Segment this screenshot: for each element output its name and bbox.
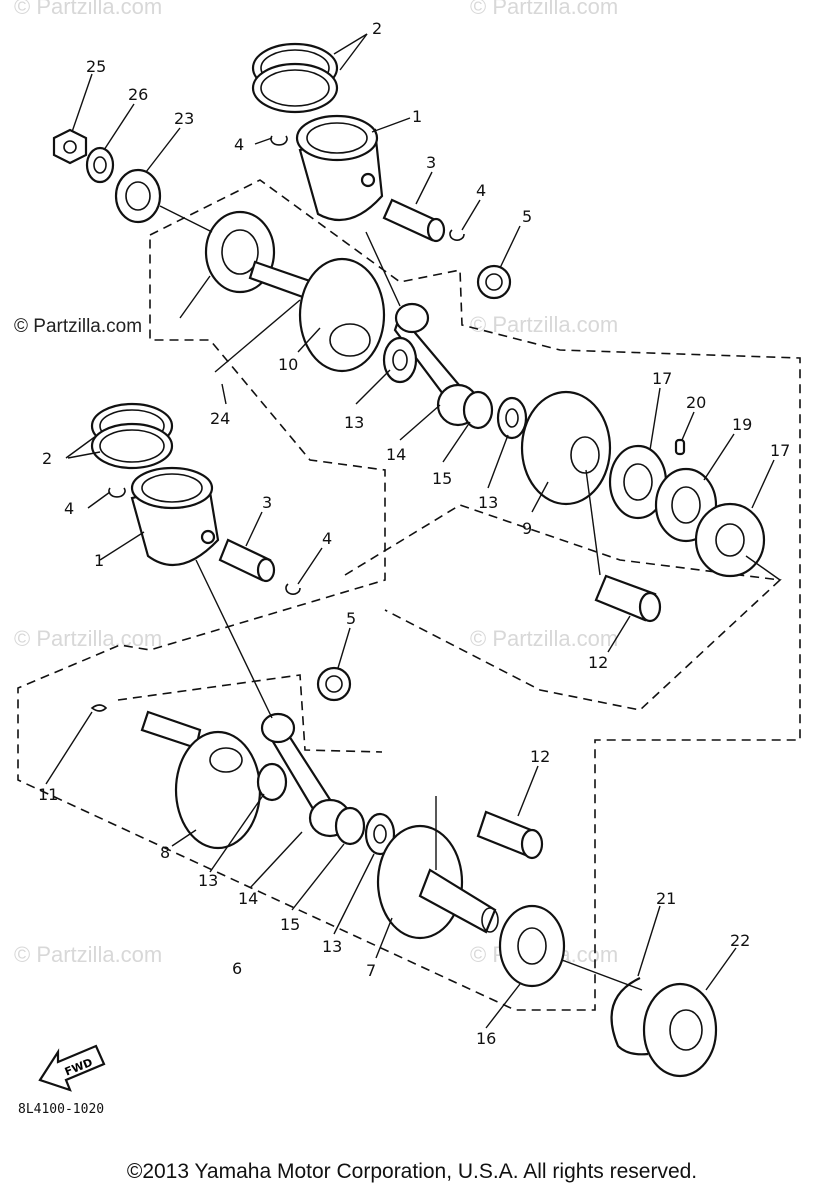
callout-7: 7 bbox=[366, 961, 376, 980]
leader-lines bbox=[45, 33, 775, 1029]
callout-16: 16 bbox=[476, 1029, 496, 1048]
crankshaft-upper bbox=[248, 257, 386, 373]
piston-lower bbox=[130, 466, 220, 567]
callout-4: 4 bbox=[476, 181, 486, 200]
callout-23: 23 bbox=[174, 109, 194, 128]
callout-13: 13 bbox=[344, 413, 364, 432]
thrust-washer bbox=[496, 396, 528, 440]
callout-24: 24 bbox=[210, 409, 230, 428]
thrust-washer bbox=[256, 762, 288, 802]
dowel-pin bbox=[674, 438, 686, 456]
crankshaft-9 bbox=[520, 390, 612, 506]
thrust-washer bbox=[364, 812, 396, 856]
small-end-bearing-lower bbox=[316, 666, 352, 702]
callout-17: 17 bbox=[652, 369, 672, 388]
callout-labels: 25 26 23 2 1 4 3 4 5 10 24 13 14 15 13 9… bbox=[38, 19, 790, 1048]
piston-pin-clip bbox=[270, 135, 288, 146]
piston-pin-clip bbox=[108, 487, 126, 498]
callout-12: 12 bbox=[530, 747, 550, 766]
piston-pin-clip bbox=[285, 583, 301, 595]
thrust-washer bbox=[382, 336, 418, 384]
assembly-boundary-lower-2 bbox=[117, 674, 383, 753]
callout-6: 6 bbox=[232, 959, 242, 978]
callout-26: 26 bbox=[128, 85, 148, 104]
washer bbox=[85, 146, 115, 184]
watermark: © Partzilla.com bbox=[470, 0, 618, 19]
crankshaft-8 bbox=[140, 710, 262, 850]
callout-15: 15 bbox=[280, 915, 300, 934]
diagram-code: 8L4100-1020 bbox=[18, 1102, 105, 1117]
watermark: © Partzilla.com bbox=[470, 626, 618, 651]
crank-bearing-17b bbox=[694, 502, 766, 578]
callout-8: 8 bbox=[160, 843, 170, 862]
crank-pin-lower bbox=[476, 810, 544, 860]
center-lines bbox=[159, 205, 781, 991]
callout-25: 25 bbox=[86, 57, 106, 76]
oil-seal bbox=[114, 168, 162, 224]
callout-4: 4 bbox=[322, 529, 332, 548]
watermark: © Partzilla.com bbox=[14, 0, 162, 19]
oil-seal-22 bbox=[642, 982, 718, 1078]
callout-10: 10 bbox=[278, 355, 298, 374]
circlip-21 bbox=[610, 977, 649, 1056]
big-end-bearing bbox=[462, 390, 494, 430]
callout-9: 9 bbox=[522, 519, 532, 538]
piston-pin-lower bbox=[218, 538, 276, 583]
callout-21: 21 bbox=[656, 889, 676, 908]
crankshaft-7 bbox=[376, 824, 499, 940]
watermark: © Partzilla.com bbox=[14, 942, 162, 967]
callout-13: 13 bbox=[198, 871, 218, 890]
callout-4: 4 bbox=[234, 135, 244, 154]
watermark: © Partzilla.com bbox=[14, 316, 142, 337]
callout-2: 2 bbox=[42, 449, 52, 468]
callout-14: 14 bbox=[238, 889, 258, 908]
callout-14: 14 bbox=[386, 445, 406, 464]
big-end-bearing bbox=[334, 806, 366, 846]
callout-3: 3 bbox=[262, 493, 272, 512]
assembly-boundary-upper bbox=[17, 179, 801, 1011]
callout-11: 11 bbox=[38, 785, 58, 804]
callout-20: 20 bbox=[686, 393, 706, 412]
callout-13: 13 bbox=[322, 937, 342, 956]
piston-upper bbox=[295, 114, 384, 222]
callout-1: 1 bbox=[94, 551, 104, 570]
callout-12: 12 bbox=[588, 653, 608, 672]
callout-22: 22 bbox=[730, 931, 750, 950]
callout-15: 15 bbox=[432, 469, 452, 488]
callout-3: 3 bbox=[426, 153, 436, 172]
piston-pin-clip bbox=[449, 229, 465, 241]
piston-ring-lower bbox=[90, 402, 174, 470]
piston-ring-upper bbox=[251, 42, 339, 114]
crank-bearing-16 bbox=[498, 904, 566, 988]
forward-arrow-icon: FWD bbox=[38, 1044, 106, 1092]
nut bbox=[52, 128, 88, 165]
woodruff-key-11 bbox=[90, 704, 108, 712]
copyright-notice: ©2013 Yamaha Motor Corporation, U.S.A. A… bbox=[126, 1160, 698, 1183]
callout-2: 2 bbox=[372, 19, 382, 38]
piston-pin-upper bbox=[382, 198, 446, 243]
callout-19: 19 bbox=[732, 415, 752, 434]
callout-1: 1 bbox=[412, 107, 422, 126]
crank-bearing-17a bbox=[608, 444, 668, 520]
watermark: © Partzilla.com bbox=[470, 312, 618, 337]
callout-4: 4 bbox=[64, 499, 74, 518]
watermark: © Partzilla.com bbox=[14, 626, 162, 651]
callout-5: 5 bbox=[522, 207, 532, 226]
callout-17: 17 bbox=[770, 441, 790, 460]
callout-5: 5 bbox=[346, 609, 356, 628]
small-end-bearing-upper bbox=[476, 264, 512, 300]
crank-pin-upper bbox=[594, 574, 662, 623]
callout-13: 13 bbox=[478, 493, 498, 512]
